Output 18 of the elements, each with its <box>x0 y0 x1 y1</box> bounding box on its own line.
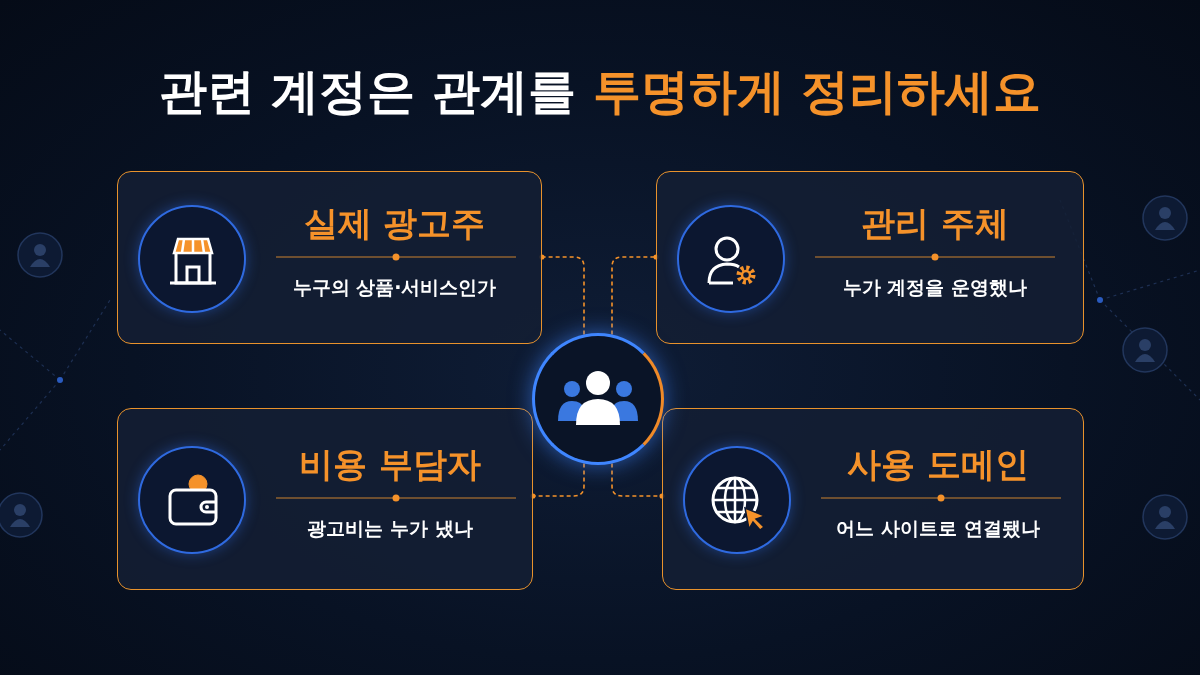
card-subtitle: 누가 계정을 운영했나 <box>842 274 1028 300</box>
hub-circle <box>532 333 664 465</box>
info-card <box>662 408 1084 590</box>
dashed-connector <box>539 254 585 336</box>
info-card <box>117 408 533 590</box>
card-subtitle: 누구의 상품·서비스인가 <box>292 274 497 300</box>
card-subtitle: 광고비는 누가 냈나 <box>307 516 473 541</box>
card-heading: 실제 광고주 <box>303 201 486 245</box>
dashed-connector <box>611 254 659 336</box>
info-card <box>117 171 542 344</box>
card-heading: 비용 부담자 <box>299 443 481 486</box>
info-card <box>656 171 1084 344</box>
card-heading: 사용 도메인 <box>847 443 1029 486</box>
card-heading: 관리 주체 <box>861 201 1009 245</box>
dashed-connector <box>611 462 665 499</box>
card-subtitle: 어느 사이트로 연결됐나 <box>836 516 1040 541</box>
dashed-connector <box>530 462 585 499</box>
title: 관련 계정은 관계를 투명하게 정리하세요 <box>157 62 1043 121</box>
